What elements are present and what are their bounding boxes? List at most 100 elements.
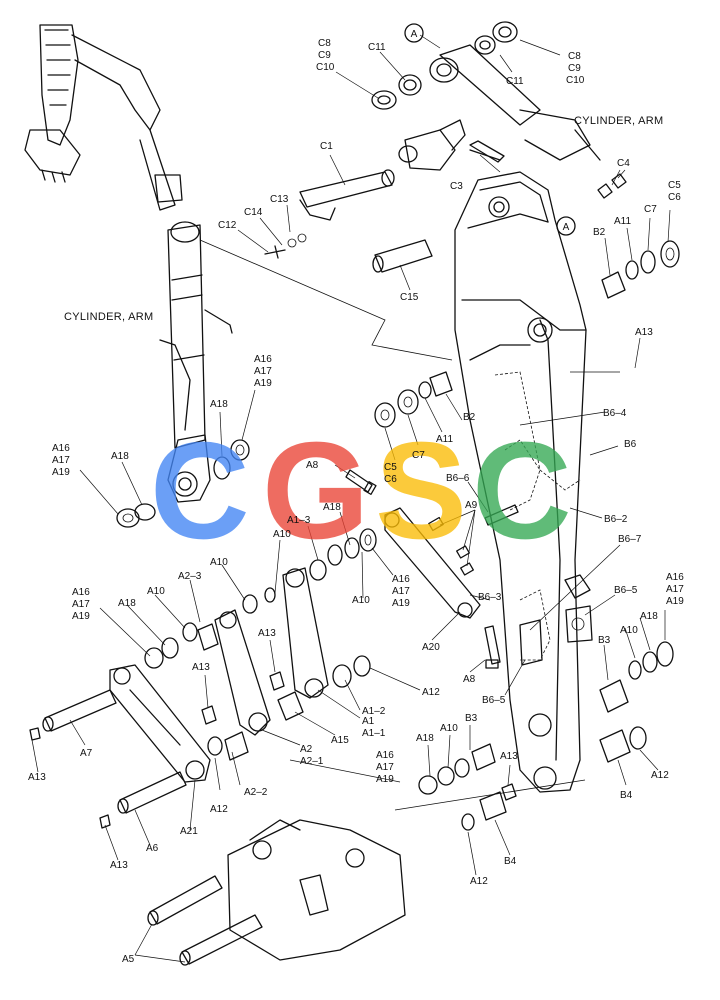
label-c5: C5 <box>668 180 681 191</box>
label-b3: B3 <box>598 635 611 646</box>
label-c8: C8 <box>568 51 581 62</box>
leader-lines <box>31 34 671 963</box>
boundary-lines <box>199 239 586 811</box>
label-a21: A21 <box>180 826 198 837</box>
watermark-letter-c1: C <box>150 414 250 568</box>
callout-cylinder-arm-left: CYLINDER, ARM <box>64 311 153 323</box>
label-a19: A19 <box>376 774 394 785</box>
label-a16: A16 <box>666 572 684 583</box>
label-a8: A8 <box>306 460 319 471</box>
circle-marker-a-mid: A <box>556 216 576 236</box>
label-b6-2: B6–2 <box>604 514 628 525</box>
label-a18: A18 <box>118 598 136 609</box>
pins-a6-a7 <box>29 671 285 829</box>
watermark-cgsc: C G S C <box>150 414 572 568</box>
watermark-letter-s: S <box>375 414 467 568</box>
label-b6: B6 <box>624 439 637 450</box>
label-b6-7: B6–7 <box>618 534 642 545</box>
label-a13: A13 <box>192 662 210 673</box>
label-a11: A11 <box>436 434 453 445</box>
label-c11: C11 <box>368 42 386 53</box>
label-c7: C7 <box>644 204 657 215</box>
watermark-letter-g: G <box>262 414 369 568</box>
link-a21 <box>109 664 211 783</box>
label-a17: A17 <box>376 762 394 773</box>
label-a17: A17 <box>666 584 684 595</box>
bolt-a8-bottom <box>484 625 501 669</box>
label-b6-5: B6–5 <box>482 695 506 706</box>
label-b2: B2 <box>593 227 606 238</box>
label-a2: A2 <box>300 744 313 755</box>
label-c1: C1 <box>320 141 333 152</box>
label-b2: B2 <box>463 412 476 423</box>
label-c14: C14 <box>244 207 263 218</box>
circle-marker-a-top: A <box>404 23 424 43</box>
label-a17: A17 <box>254 366 272 377</box>
label-a10: A10 <box>440 723 458 734</box>
label-c15: C15 <box>400 292 419 303</box>
label-a2-1: A2–1 <box>300 756 324 767</box>
label-c5: C5 <box>384 462 397 473</box>
label-b4: B4 <box>620 790 633 801</box>
label-a12: A12 <box>651 770 669 781</box>
label-a18: A18 <box>640 611 658 622</box>
label-a10: A10 <box>352 595 370 606</box>
label-a19: A19 <box>254 378 272 389</box>
label-a17: A17 <box>72 599 90 610</box>
label-a20: A20 <box>422 642 440 653</box>
label-a15: A15 <box>331 735 349 746</box>
bushings-right-top <box>597 173 680 299</box>
label-a1-2: A1–2 <box>362 706 386 717</box>
cylinder-arm-left <box>159 221 233 503</box>
label-b3: B3 <box>465 713 478 724</box>
label-a12: A12 <box>210 804 228 815</box>
bushings-a1-a2 <box>144 587 371 761</box>
bushings-lower-right <box>599 641 674 763</box>
callout-cylinder-arm-top: CYLINDER, ARM <box>574 115 663 127</box>
label-a10: A10 <box>620 625 638 636</box>
label-a16: A16 <box>392 574 410 585</box>
label-a19: A19 <box>666 596 684 607</box>
label-c8: C8 <box>318 38 331 49</box>
label-c11: C11 <box>506 76 524 87</box>
washers-top <box>371 21 518 110</box>
label-b6-3: B6–3 <box>478 592 502 603</box>
label-c12: C12 <box>218 220 237 231</box>
label-a13: A13 <box>500 751 518 762</box>
label-a6: A6 <box>146 843 159 854</box>
label-a7: A7 <box>80 748 93 759</box>
label-a13: A13 <box>258 628 276 639</box>
excavator-thumbnail <box>24 24 183 211</box>
part-labels: CYLINDER, ARM CYLINDER, ARM C8 C9 C10 C1… <box>28 38 684 965</box>
links-a1-a2 <box>214 567 329 736</box>
label-a16: A16 <box>254 354 272 365</box>
label-c3: C3 <box>450 181 463 192</box>
label-a10: A10 <box>147 586 165 597</box>
label-a10: A10 <box>210 557 228 568</box>
label-a1-3: A1–3 <box>287 515 311 526</box>
label-a1-1: A1–1 <box>362 728 386 739</box>
circle-marker-a-mid-text: A <box>563 222 570 233</box>
label-a11: A11 <box>614 216 631 227</box>
label-a13: A13 <box>28 772 46 783</box>
label-a16: A16 <box>72 587 90 598</box>
label-a18: A18 <box>323 502 341 513</box>
label-a16: A16 <box>52 443 70 454</box>
link-a20 <box>384 507 481 619</box>
label-a12: A12 <box>470 876 488 887</box>
label-a13: A13 <box>635 327 653 338</box>
label-a18: A18 <box>210 399 228 410</box>
label-c7: C7 <box>412 450 425 461</box>
label-b6-4: B6–4 <box>603 408 627 419</box>
label-c4: C4 <box>617 158 630 169</box>
watermark-letter-c2: C <box>472 414 572 568</box>
label-a9: A9 <box>465 500 478 511</box>
bolt-a8-top <box>345 469 377 495</box>
label-c9: C9 <box>568 63 581 74</box>
label-a19: A19 <box>72 611 90 622</box>
label-a10: A10 <box>273 529 291 540</box>
label-a8: A8 <box>463 674 476 685</box>
washers-cylinder-end <box>116 439 250 528</box>
label-b4: B4 <box>504 856 517 867</box>
